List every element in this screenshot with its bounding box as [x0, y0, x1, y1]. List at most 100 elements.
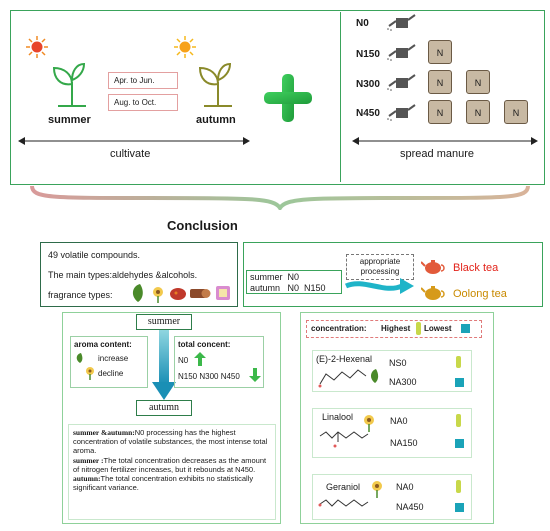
manure-bag-icon: N	[428, 100, 452, 124]
plus-icon	[264, 74, 312, 122]
highest-bar-icon	[456, 480, 461, 493]
processing-box	[243, 242, 543, 307]
appropriate-processing-label: appropriate processing	[346, 254, 414, 280]
n-level-450: N450	[356, 108, 380, 119]
period-aug-oct: Aug. to Oct.	[108, 94, 178, 111]
hexenal-structure	[318, 369, 367, 388]
cultivation-panel	[10, 10, 545, 185]
volatile-line-3: fragrance types:	[48, 290, 113, 300]
cultivate-double-arrow	[18, 137, 250, 145]
compound-panel	[300, 312, 494, 524]
geraniol-structure	[318, 499, 369, 507]
flower-icon	[153, 287, 163, 303]
oolong-tea-label: Oolong tea	[453, 288, 507, 300]
cultivate-label: cultivate	[110, 148, 151, 160]
summer-to-autumn-arrow	[152, 330, 176, 400]
total-n-rest-label: N150 N300 N450	[178, 372, 240, 381]
flower-icon	[364, 415, 374, 432]
up-arrow-icon	[194, 352, 206, 366]
compound-high: NA0	[396, 482, 414, 492]
conclusion-brace	[30, 185, 530, 210]
fragrance-type-icons	[132, 284, 230, 303]
n-level-150: N150	[356, 49, 380, 60]
total-n0-label: N0	[178, 356, 189, 365]
n-level-0: N0	[356, 18, 369, 29]
highest-bar-icon	[456, 414, 461, 427]
volatile-compounds-box	[40, 242, 238, 307]
highest-bar-icon	[456, 356, 461, 368]
aroma-content-title: aroma content:	[74, 340, 132, 349]
spread-manure-label: spread manure	[400, 148, 474, 160]
leaf-icon	[76, 353, 83, 363]
autumn-label: autumn	[196, 114, 236, 126]
watering-can-icon	[387, 14, 416, 31]
aroma-panel	[62, 312, 281, 524]
watering-can-icon	[387, 44, 416, 61]
black-teapot-icon	[421, 260, 445, 274]
compound-card	[312, 350, 472, 392]
summer-sun-icon	[26, 36, 48, 58]
watering-can-icon	[387, 104, 416, 121]
legend-highest: Highest	[381, 324, 411, 333]
total-concent-title: total concent:	[178, 340, 231, 349]
total-concent-box	[174, 336, 264, 388]
flower-icon	[372, 481, 382, 498]
desc-summer-autumn: summer &autumn:N0 processing has the hig…	[73, 428, 268, 456]
lowest-cube-icon	[455, 503, 464, 512]
compound-name: Geraniol	[326, 482, 361, 492]
highest-bar-icon	[416, 322, 421, 335]
lowest-cube-icon	[461, 324, 470, 333]
compound-card	[312, 408, 472, 458]
n-level-300: N300	[356, 79, 380, 90]
autumn-n-line: autumn N0 N150	[250, 283, 326, 293]
manure-bag-icon: N	[466, 100, 490, 124]
summer-tag: summer	[136, 314, 192, 330]
increase-label: increase	[98, 354, 129, 363]
autumn-sun-icon	[174, 36, 196, 58]
compound-low: NA150	[390, 438, 418, 448]
aroma-description-box: summer &autumn:N0 processing has the hig…	[68, 424, 276, 520]
summer-label: summer	[48, 114, 91, 126]
autumn-sprout-icon	[198, 62, 232, 107]
conclusion-title: Conclusion	[167, 218, 238, 233]
down-arrow-icon	[249, 368, 261, 382]
black-tea-label: Black tea	[453, 262, 499, 274]
processing-inner-box	[246, 270, 342, 294]
summer-sprout-icon	[52, 62, 86, 107]
autumn-tag: autumn	[136, 400, 192, 416]
oolong-teapot-icon	[421, 286, 445, 300]
manure-subpanel	[340, 12, 543, 182]
volatile-line-1: 49 volatile compounds.	[48, 250, 141, 260]
period-apr-jun: Apr. to Jun.	[108, 72, 178, 89]
leaf-icon	[132, 284, 143, 302]
compound-high: NS0	[389, 358, 407, 368]
compound-name: (E)-2-Hexenal	[316, 354, 373, 364]
concentration-legend	[306, 320, 482, 338]
lowest-cube-icon	[455, 378, 464, 387]
fruit-icon	[170, 288, 186, 300]
desc-summer: summer :The total concentration decrease…	[73, 455, 267, 474]
aroma-content-box	[70, 336, 148, 388]
manure-bag-icon: N	[428, 70, 452, 94]
compound-card	[312, 474, 472, 520]
compound-low: NA300	[389, 377, 417, 387]
legend-lowest: Lowest	[424, 324, 452, 333]
manure-bag-icon: N	[428, 40, 452, 64]
leaf-icon	[370, 369, 379, 383]
spread-manure-double-arrow	[352, 137, 538, 145]
compound-high: NA0	[390, 416, 408, 426]
lowest-cube-icon	[455, 439, 464, 448]
flower-icon	[86, 367, 94, 380]
sweet-icon	[216, 286, 230, 300]
watering-can-icon	[387, 74, 416, 91]
manure-bag-icon: N	[504, 100, 528, 124]
manure-bag-icon: N	[466, 70, 490, 94]
wood-icon	[190, 289, 211, 298]
compound-low: NA450	[396, 502, 424, 512]
linalool-structure	[319, 431, 369, 448]
desc-autumn: autumn:The total concentration exhibits …	[73, 474, 254, 493]
volatile-line-2: The main types:aldehydes &alcohols.	[48, 270, 198, 280]
decline-label: decline	[98, 369, 124, 378]
compound-name: Linalool	[322, 412, 354, 422]
processing-arrow	[344, 278, 414, 294]
